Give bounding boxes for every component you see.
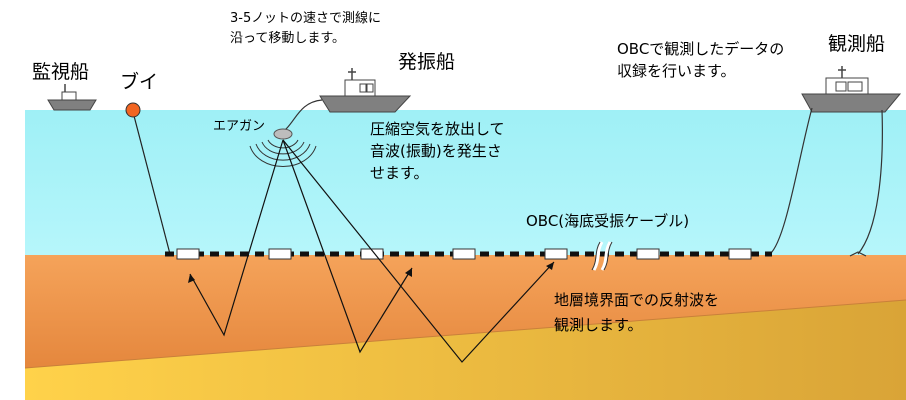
sound-wave-arcs [249,139,317,167]
buoy-line [132,111,171,255]
buoy-icon [125,102,141,118]
recording-note-line2: 収録を行います。 [617,62,736,80]
buoy-label: ブイ [120,70,158,93]
ray-arrowheads [188,262,554,283]
airgun-note-line3: せます。 [370,164,429,182]
layer-boundary [24,299,906,369]
receiver-icon [728,248,752,260]
receiver-icon [360,248,384,260]
receiver-icon [452,248,476,260]
receiver-icon [176,248,200,260]
sea-layer [25,110,906,255]
airgun-note-line1: 圧縮空気を放出して [370,120,505,138]
obc-cable-label: OBC(海底受振ケーブル) [526,212,689,230]
ray-paths [189,139,555,363]
source-ship-label: 発振船 [398,51,455,73]
recording-note-line1: OBCで観測したデータの [617,40,784,58]
observation-ship-label: 観測船 [828,33,885,55]
airgun-icon [273,128,293,140]
airgun-note-line2: 音波(振動)を発生さ [370,142,502,160]
anchor-icon [849,251,867,257]
anchor-line [857,109,883,255]
source-ship-icon [319,68,412,113]
observation-ship-icon [801,66,902,113]
cable-break-mark [592,241,612,271]
obc-riser-cable [769,107,813,255]
monitor-ship-icon [47,84,97,111]
ship-speed-note-line2: 沿って移動します。 [230,31,345,46]
airgun-tow-cable [284,99,323,131]
monitor-ship-label: 監視船 [32,61,89,83]
cable-break-mark-outline [591,241,613,271]
receiver-icon [636,248,660,260]
receiver-group [176,248,752,260]
ship-speed-note-line1: 3-5ノットの速さで測線に [230,10,381,26]
receiver-icon [544,248,568,260]
receiver-icon [268,248,292,260]
airgun-label: エアガン [213,119,265,134]
sediment-layer-deep [25,300,906,400]
reflection-note-line1: 地層境界面での反射波を [554,291,719,309]
reflection-note-line2: 観測します。 [554,316,643,334]
